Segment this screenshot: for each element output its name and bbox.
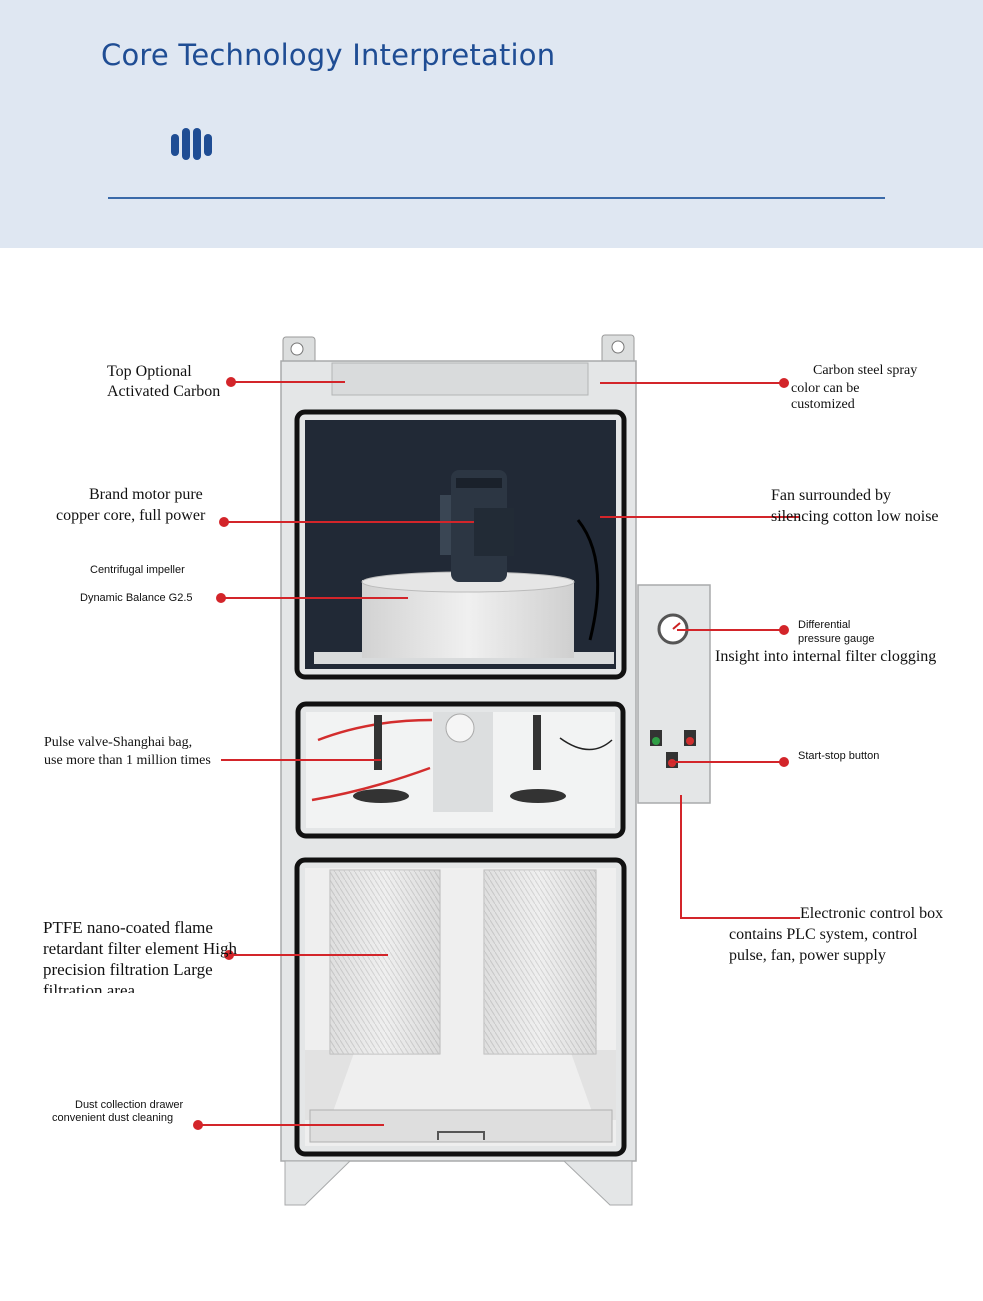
leg-right xyxy=(562,1160,633,1206)
label-control-box: Electronic control box contains PLC syst… xyxy=(729,905,944,964)
label-start-stop: Start-stop button xyxy=(798,750,880,762)
header-divider xyxy=(108,197,885,199)
centrifugal-impeller xyxy=(362,580,574,658)
lifting-lug-right xyxy=(601,334,635,364)
label-carbon-steel: Carbon steel spray color can be customiz… xyxy=(791,363,918,412)
lifting-lug-left xyxy=(282,336,316,364)
leg-left xyxy=(284,1160,352,1206)
page-title: Core Technology Interpretation xyxy=(101,38,556,72)
upper-gasket xyxy=(294,409,627,680)
label-impeller-title: Centrifugal impeller xyxy=(90,564,185,576)
callout-lines xyxy=(193,377,800,1130)
label-pulse-valve: Pulse valve-Shanghai bag,use more than 1… xyxy=(44,735,211,768)
label-impeller-balance: Dynamic Balance G2.5 xyxy=(80,592,193,604)
label-pressure-gauge-desc: Insight into internal filter clogging xyxy=(715,648,937,665)
drawer-handle xyxy=(437,1131,485,1140)
carbon-lid xyxy=(331,362,589,396)
middle-gasket xyxy=(295,701,626,839)
lower-gasket xyxy=(294,857,627,1157)
header-band: Core Technology Interpretation xyxy=(0,0,983,248)
